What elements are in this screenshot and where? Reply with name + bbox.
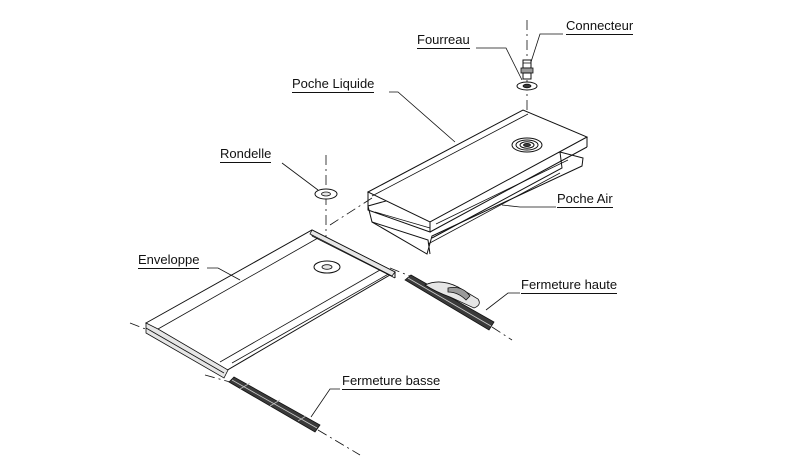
fourreau-leader <box>476 47 523 81</box>
label-rondelle: Rondelle <box>220 146 272 163</box>
bottom-closure-axis-line-left <box>204 374 231 383</box>
washer-part <box>314 188 338 200</box>
sleeve-part <box>516 81 538 91</box>
leader-lines <box>207 33 563 418</box>
bottom-closure-part <box>228 376 321 433</box>
rondelle-leader <box>281 162 319 191</box>
label-poche-air: Poche Air <box>557 191 613 208</box>
label-fermeture-haute: Fermeture haute <box>521 277 618 294</box>
connecteur-leader <box>530 33 563 63</box>
envelope-left-axis-line <box>129 322 149 331</box>
fermeture-haute-leader <box>485 292 520 311</box>
envelope-part <box>145 229 397 379</box>
poche-liquide-leader <box>389 91 456 143</box>
pocket-alignment-line <box>329 197 373 226</box>
label-enveloppe: Enveloppe <box>138 252 200 269</box>
label-fourreau: Fourreau <box>417 32 470 49</box>
top-closure-axis-line-left <box>389 267 411 277</box>
enveloppe-leader <box>207 267 241 281</box>
label-connecteur: Connecteur <box>566 18 634 35</box>
top-closure-axis-line-right <box>491 326 513 341</box>
connector-part <box>520 59 534 80</box>
air-pocket-part <box>367 151 584 255</box>
liquid-pocket-part <box>366 109 589 233</box>
poche-air-leader <box>501 204 556 208</box>
label-fermeture-basse: Fermeture basse <box>342 373 441 390</box>
top-closure-part <box>404 274 495 331</box>
label-poche-liquide: Poche Liquide <box>292 76 375 93</box>
fermeture-basse-leader <box>310 388 340 418</box>
bottom-closure-axis-line-right <box>317 429 361 456</box>
